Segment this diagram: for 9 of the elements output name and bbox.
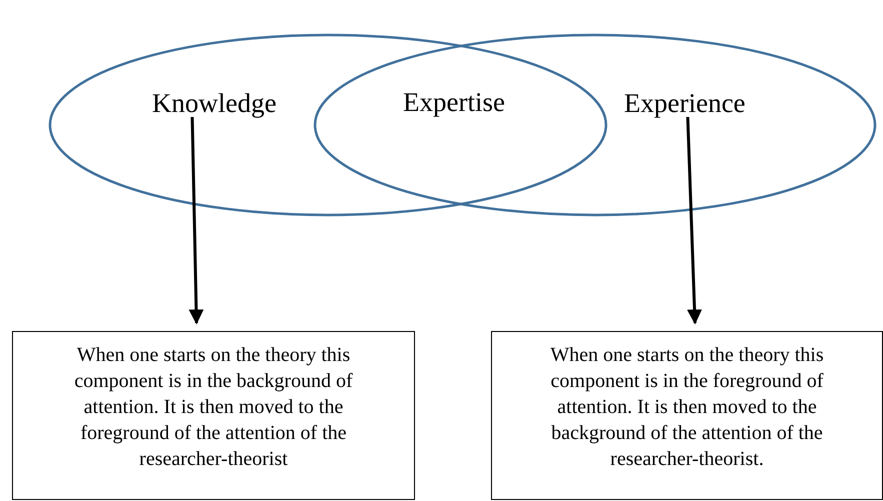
venn-label: Experience: [624, 87, 746, 119]
venn-label: Knowledge: [152, 87, 276, 119]
text-box: [12, 331, 415, 500]
venn-label: Expertise: [403, 86, 505, 118]
text-box: [491, 331, 883, 500]
description-text: When one starts on the theory this component is in the foreground of attention. It is then moved to the background of the attention of the researcher-theorist.: [549, 343, 825, 472]
arrow: [188, 116, 204, 324]
arrow: [686, 116, 702, 324]
description-text: When one starts on the theory this component is in the background of attention. It is then moved to the foreground of the attention of the researcher-theorist: [73, 343, 354, 472]
